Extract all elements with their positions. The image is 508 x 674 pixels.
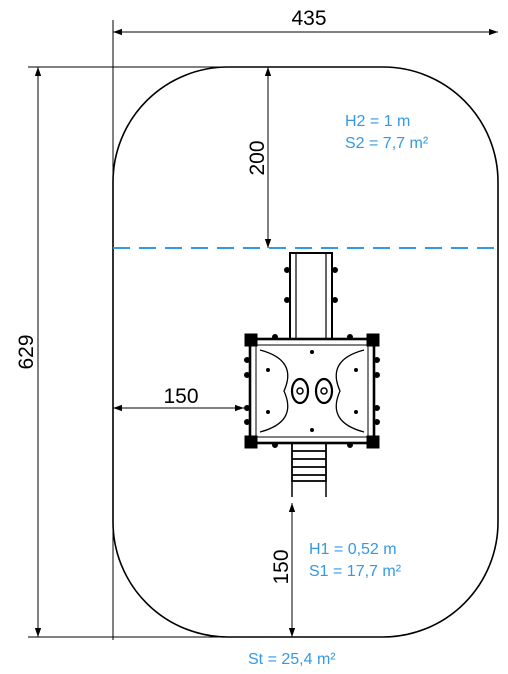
zone2-height: H2 = 1 m [345,113,410,130]
total-area: St = 25,4 m² [248,651,336,668]
zone2-area: S2 = 7,7 m² [345,135,429,152]
overall-length-label: 629 [15,334,38,369]
zone1-height: H1 = 0,52 m [309,541,397,558]
top-clearance-label: 200 [246,140,269,175]
side-clearance-label: 150 [163,385,198,408]
safety-zone-outline [112,66,499,638]
playground-equipment [244,252,380,497]
bottom-clearance-label: 150 [270,549,293,584]
zone1-area: S1 = 17,7 m² [309,563,402,580]
overall-width-label: 435 [291,7,326,30]
